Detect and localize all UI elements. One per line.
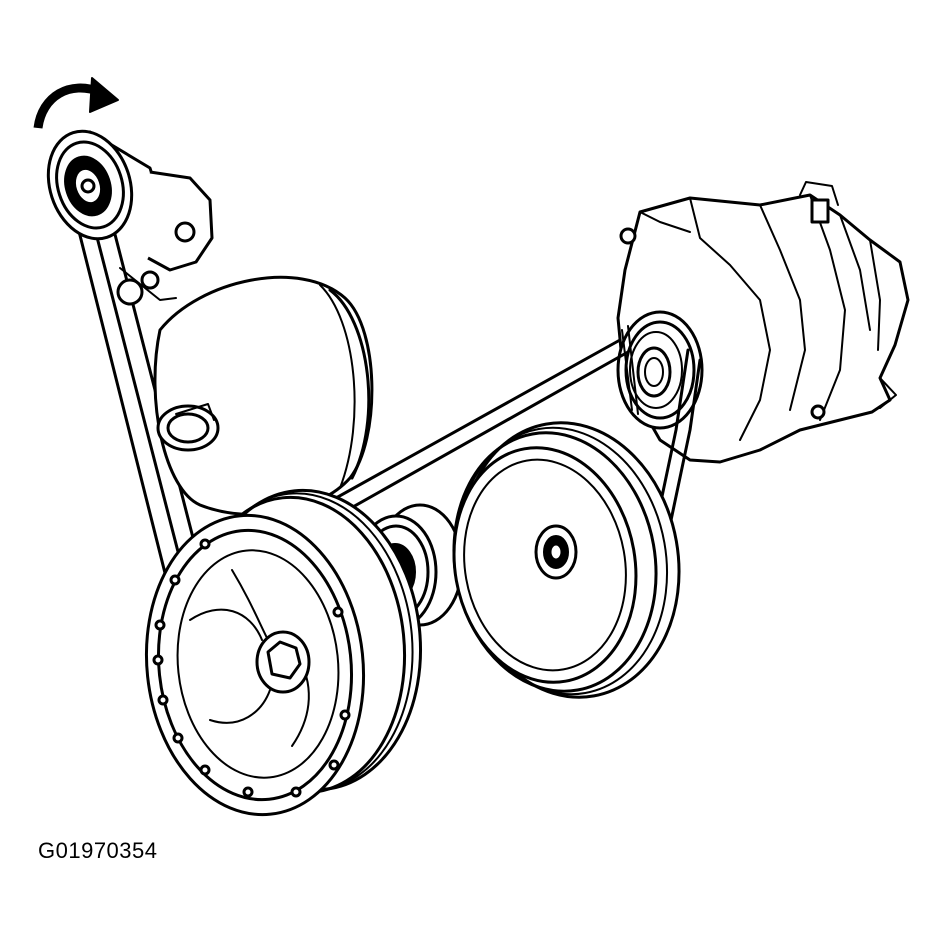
power-steering-pulley — [452, 421, 681, 699]
tensioner — [46, 129, 214, 306]
crankshaft-pulley — [144, 488, 423, 817]
generator-pulley — [616, 310, 704, 430]
idler-drum — [153, 275, 374, 516]
figure-id-label: G01970354 — [38, 838, 158, 863]
curved-arrow-icon — [33, 77, 119, 129]
